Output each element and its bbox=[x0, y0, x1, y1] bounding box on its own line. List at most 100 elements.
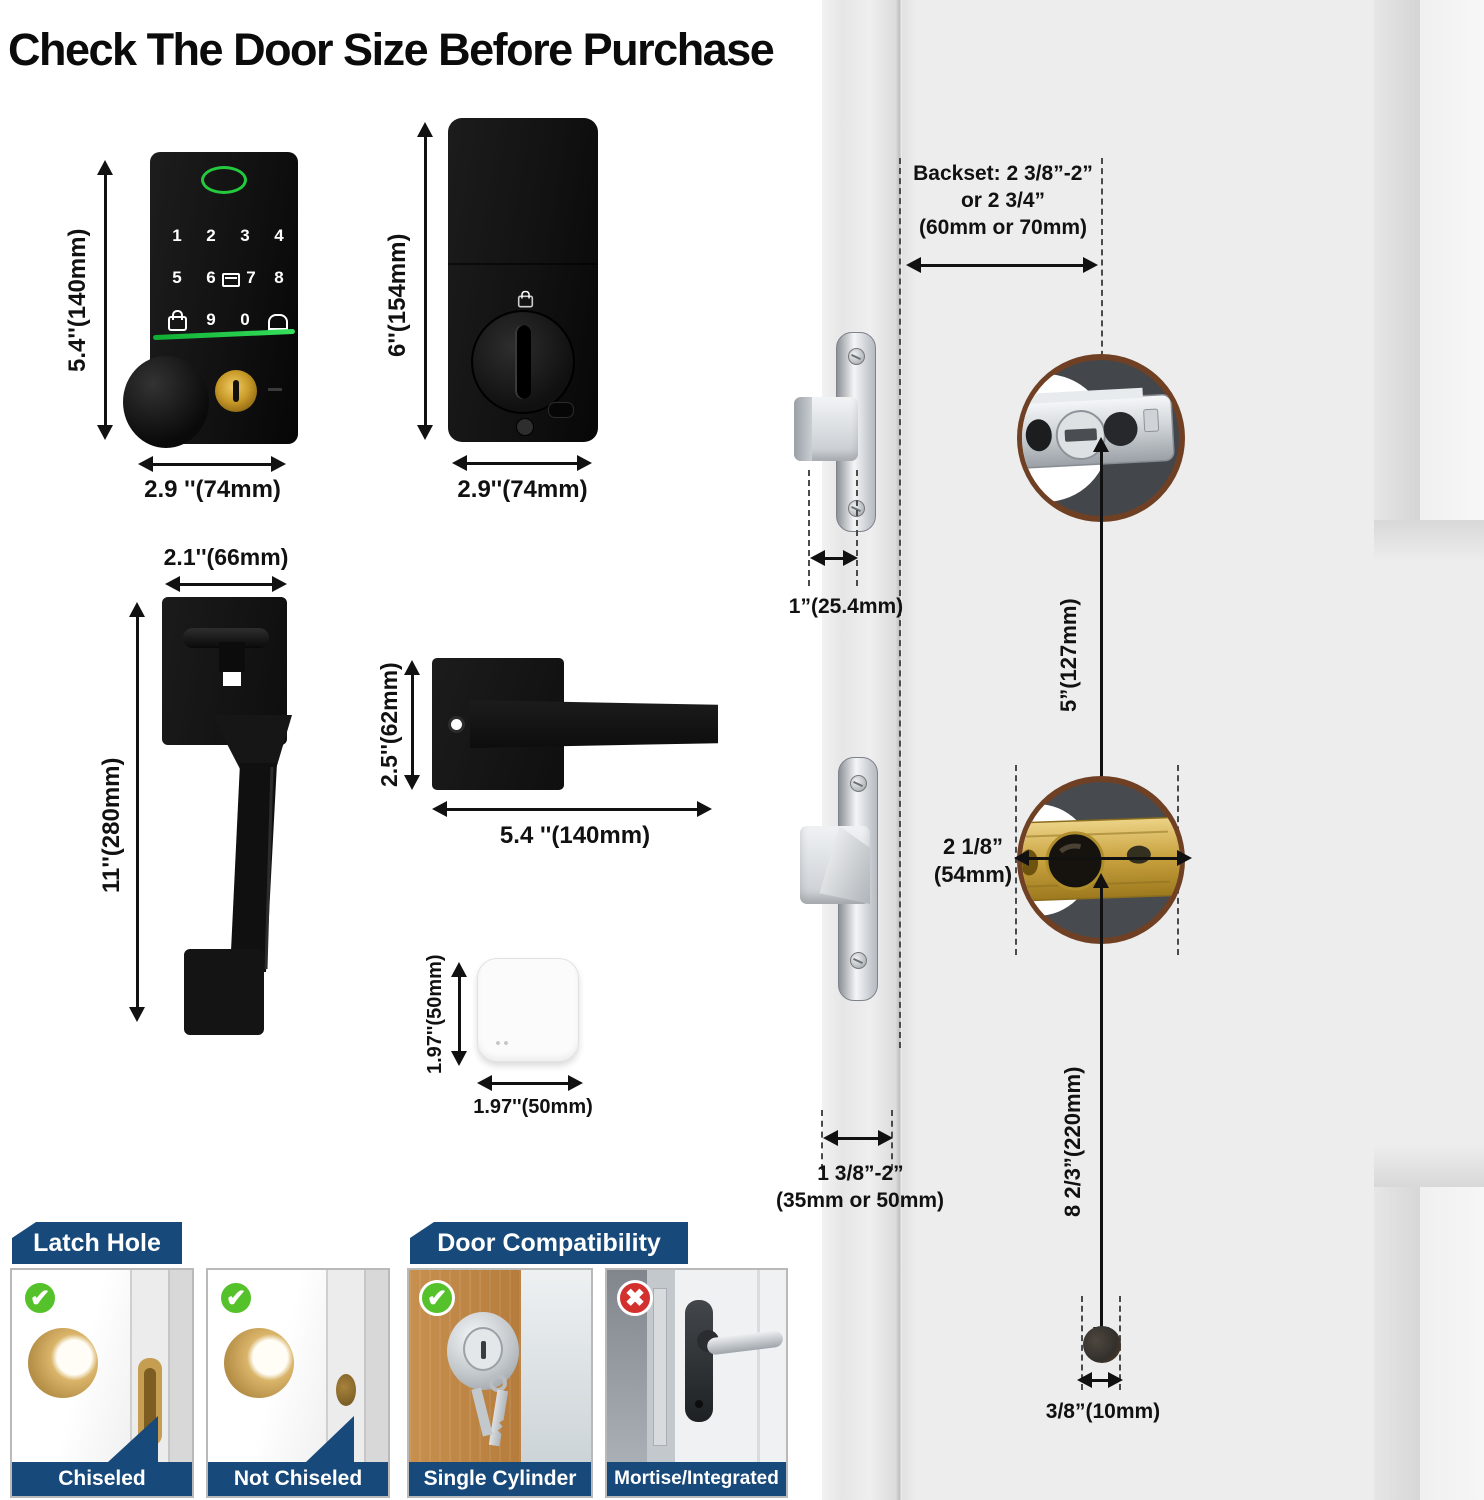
door-panel-bevel-bottom bbox=[1374, 1185, 1420, 1500]
page-title: Check The Door Size Before Purchase bbox=[8, 24, 775, 75]
latch-hole-header-label: Latch Hole bbox=[33, 1229, 161, 1257]
thumb-latch-tab bbox=[219, 642, 245, 672]
cross-bore-line1: 2 1/8” bbox=[943, 834, 1003, 859]
thickness-label-line1: 1 3/8”-2” bbox=[817, 1162, 904, 1185]
lower-spacing-label: 8 2/3”(220mm) bbox=[1060, 1066, 1085, 1218]
backset-label: Backset: 2 3/8”-2” or 2 3/4” (60mm or 70… bbox=[903, 160, 1103, 241]
front-lock-height-label: 5.4''(140mm) bbox=[64, 228, 91, 372]
privacy-switch bbox=[548, 402, 574, 418]
key-6: 6 bbox=[206, 268, 216, 287]
interior-height-label: 6''(154mm) bbox=[384, 233, 411, 357]
backset-guide-left bbox=[899, 158, 901, 1048]
panel-label-band: Mortise/Integrated bbox=[607, 1462, 786, 1496]
thumbturn bbox=[471, 310, 575, 414]
front-lock-figure: 5.4''(140mm) 1 2 3 4 5 6 7 8 9 0 bbox=[60, 150, 305, 510]
bottom-screw bbox=[516, 418, 534, 436]
lever-bar bbox=[470, 700, 718, 748]
interior-height-arrow bbox=[417, 122, 433, 440]
edge-hole bbox=[1083, 1326, 1121, 1363]
handle-set-figure: 2.1''(66mm) 11''(280mm) bbox=[95, 540, 325, 1045]
edge-hole-guide-left bbox=[1081, 1296, 1083, 1390]
thumb-latch bbox=[183, 628, 269, 648]
single-cylinder-label: Single Cylinder bbox=[423, 1467, 577, 1490]
fingerprint-icon bbox=[201, 166, 247, 194]
backset-guide-right bbox=[1101, 158, 1103, 438]
wifi-hub-figure: 1.97''(50mm) 1.97''(50mm) bbox=[410, 940, 640, 1130]
faceplate-screw bbox=[848, 348, 865, 365]
key-2: 2 bbox=[206, 226, 216, 245]
mortise-escutcheon bbox=[685, 1300, 713, 1422]
backset-line1: Backset: 2 3/8”-2” bbox=[913, 162, 1093, 185]
body-mark bbox=[268, 388, 282, 391]
hub-height-arrow bbox=[451, 962, 467, 1066]
panel-label-band: Not Chiseled bbox=[208, 1462, 388, 1496]
bolt-end-cap bbox=[794, 397, 812, 461]
bolt-guide-left bbox=[808, 470, 810, 586]
bolt-depth-label: 1”(25.4mm) bbox=[788, 595, 904, 618]
interior-unit-body bbox=[448, 118, 598, 442]
lock-status-icon bbox=[517, 290, 534, 308]
chiseled-label: Chiseled bbox=[58, 1467, 146, 1490]
compat-panel-mortise: ✖ Mortise/Integrated bbox=[605, 1268, 788, 1498]
backset-line2: or 2 3/4” bbox=[960, 189, 1046, 212]
front-lock-width-arrow bbox=[138, 456, 286, 472]
edge-hole-label: 3/8”(10mm) bbox=[1045, 1400, 1161, 1423]
faceplate-screw bbox=[850, 952, 867, 969]
latch-hole-panel-not-chiseled: ✔ Not Chiseled bbox=[206, 1268, 390, 1498]
faceplate-screw bbox=[850, 775, 867, 792]
door-panel-top bbox=[1420, 0, 1484, 540]
check-glyph: ✔ bbox=[225, 1284, 247, 1312]
mortise-pocket bbox=[144, 1368, 156, 1436]
door-compatibility-header-label: Door Compatibility bbox=[437, 1229, 661, 1257]
deadbolt-bolt bbox=[794, 397, 858, 461]
cross-icon: ✖ bbox=[617, 1280, 653, 1316]
thickness-arrow bbox=[823, 1130, 893, 1146]
lock-key-icon bbox=[168, 310, 187, 331]
panel-label-band: Chiseled bbox=[12, 1462, 192, 1496]
lower-spacing-arrow bbox=[1093, 873, 1109, 1342]
door-panel-bevel-top-end bbox=[1374, 520, 1484, 562]
bore-spacing-label: 5”(127mm) bbox=[1056, 598, 1081, 712]
mortise-strike-strip bbox=[653, 1288, 667, 1446]
key-7: 7 bbox=[246, 268, 256, 287]
lever-figure: 2.5''(62mm) 5.4 ''(140mm) bbox=[370, 620, 740, 855]
panel-label-band: Single Cylinder bbox=[409, 1462, 591, 1496]
cylinder-rose bbox=[447, 1312, 519, 1390]
thickness-label-line2: (35mm or 50mm) bbox=[775, 1189, 945, 1212]
front-lock-height-arrow bbox=[97, 160, 113, 440]
edge-hole-arrow bbox=[1077, 1372, 1123, 1388]
door-edge bbox=[822, 0, 902, 1500]
rfid-card-icon bbox=[222, 273, 240, 287]
wifi-hub-device bbox=[477, 958, 579, 1062]
latch-hole-header: Latch Hole bbox=[12, 1222, 182, 1264]
hub-led-dots bbox=[496, 1041, 508, 1045]
front-knob bbox=[123, 356, 209, 448]
bolt-depth-arrow bbox=[810, 550, 858, 566]
panel-bg-right bbox=[170, 1270, 192, 1466]
interior-unit-figure: 6''(154mm) 2.9''(74mm) bbox=[380, 110, 615, 503]
body-seam bbox=[448, 263, 598, 265]
hub-width-arrow bbox=[477, 1075, 583, 1091]
not-chiseled-label: Not Chiseled bbox=[233, 1467, 363, 1490]
lever-width-label: 5.4 ''(140mm) bbox=[499, 822, 651, 849]
interior-width-arrow bbox=[452, 455, 592, 471]
escutcheon-keyhole bbox=[695, 1400, 703, 1408]
door-compatibility-header: Door Compatibility bbox=[410, 1222, 688, 1264]
key-8: 8 bbox=[274, 268, 284, 287]
room-background bbox=[521, 1270, 591, 1466]
cross-bore-arrow bbox=[1014, 850, 1192, 866]
cross-bore-line2: (54mm) bbox=[933, 862, 1013, 887]
door-panel-bevel-bottom-start bbox=[1374, 1145, 1484, 1187]
check-icon: ✔ bbox=[22, 1280, 58, 1316]
latch-hole-panel-chiseled: ✔ Chiseled bbox=[10, 1268, 194, 1498]
door-panel-bevel-top bbox=[1374, 0, 1420, 520]
front-lock-width-label: 2.9 ''(74mm) bbox=[144, 476, 281, 503]
keyway bbox=[481, 1341, 486, 1359]
handle-width-arrow bbox=[165, 576, 287, 592]
key-3: 3 bbox=[240, 226, 250, 245]
rose-plate-hole bbox=[448, 716, 465, 733]
interior-width-label: 2.9''(74mm) bbox=[457, 476, 588, 503]
cross-bore-hole-illustration bbox=[224, 1328, 294, 1398]
keyhole-slot bbox=[233, 380, 239, 402]
